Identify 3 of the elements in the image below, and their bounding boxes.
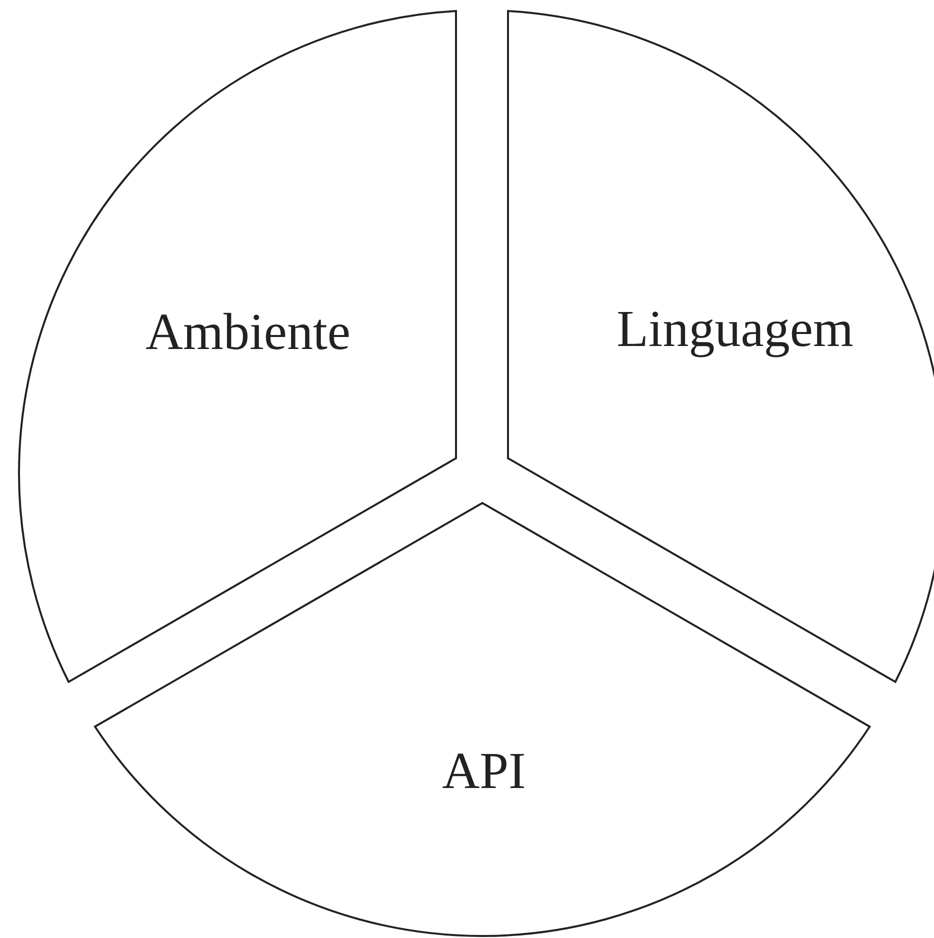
segment-label: API bbox=[442, 746, 526, 798]
segment-label: Linguagem bbox=[616, 304, 854, 356]
segment-label: Ambiente bbox=[145, 306, 351, 359]
